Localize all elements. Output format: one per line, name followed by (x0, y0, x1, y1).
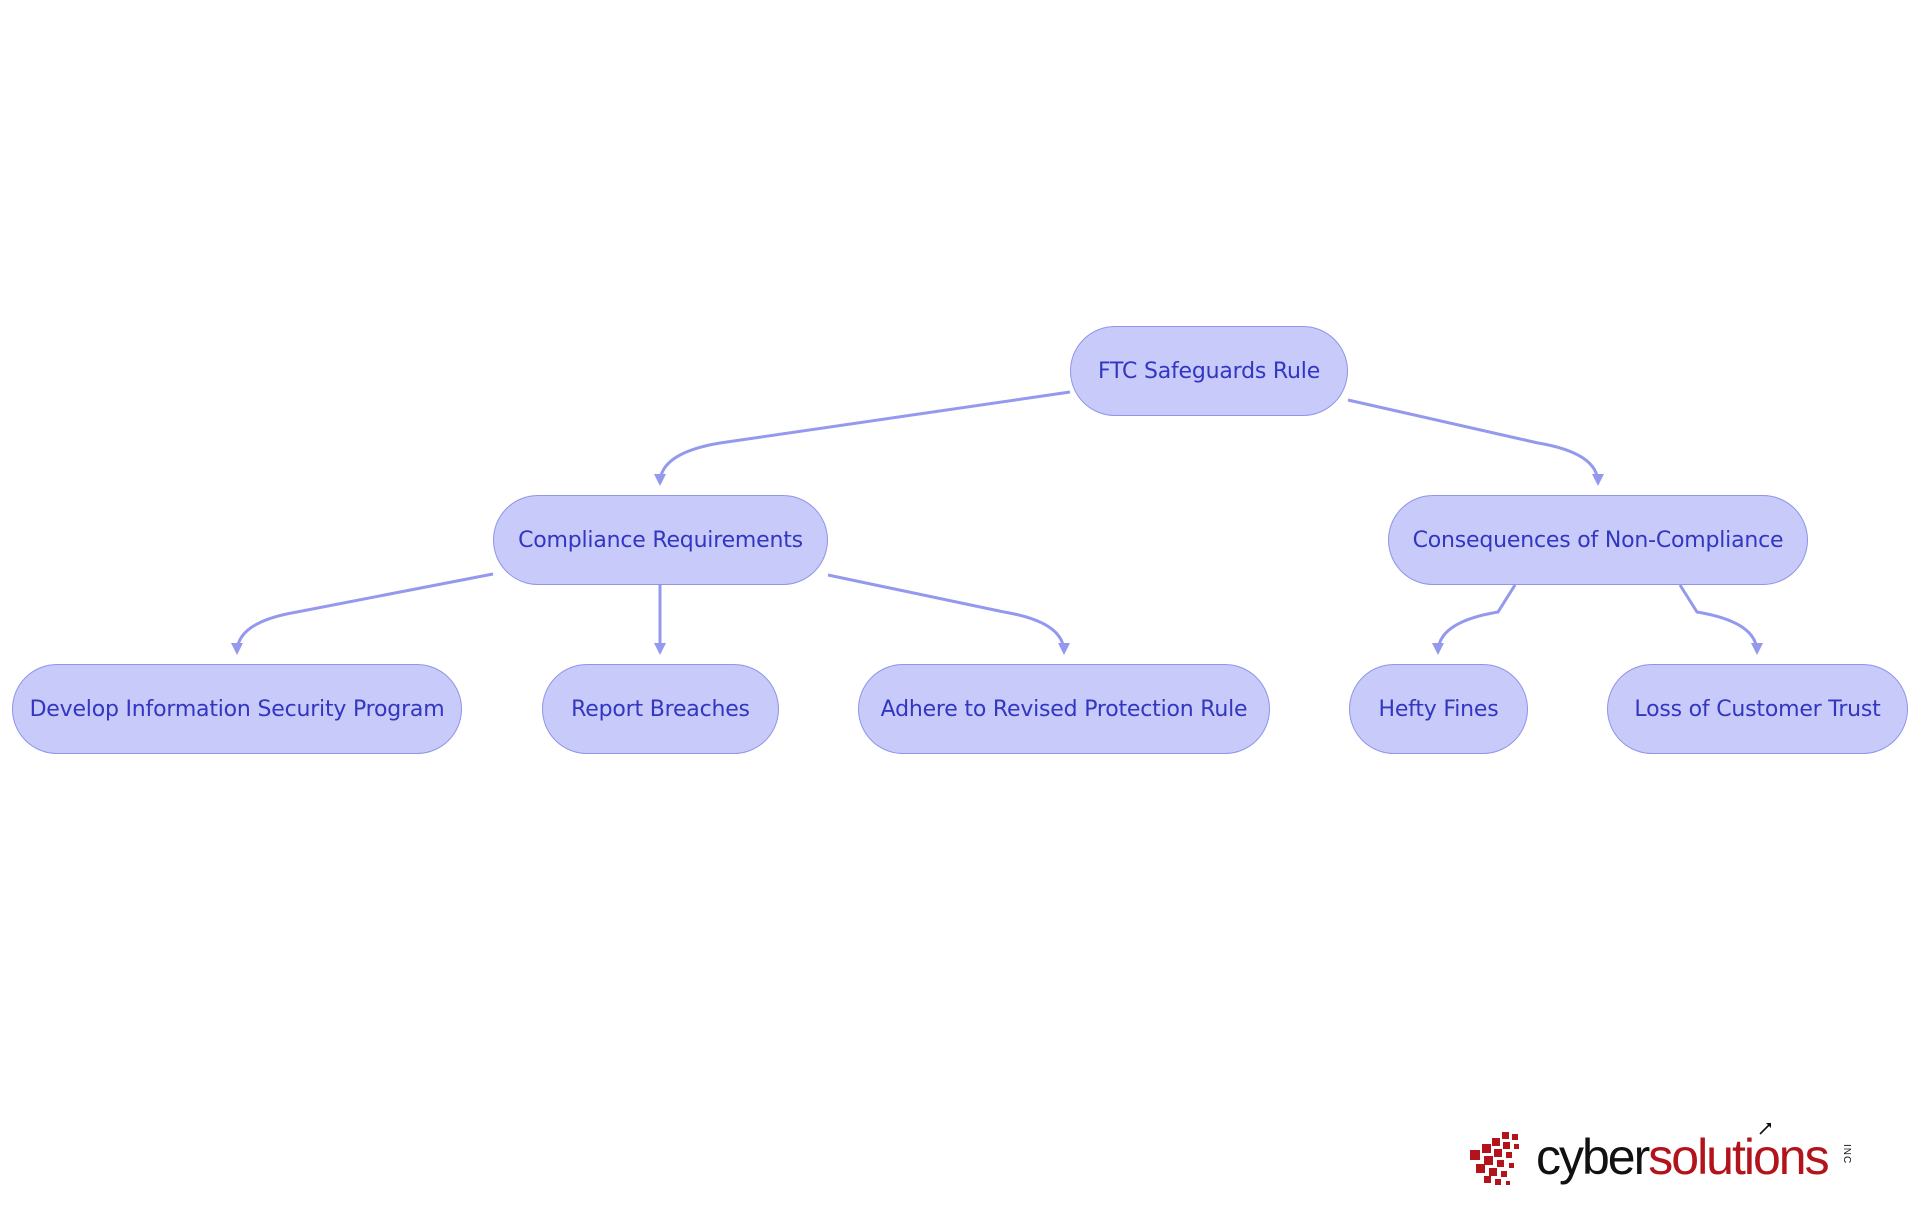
edge-root-to-compliance (654, 390, 1071, 486)
red-pixel-arrow-logo-icon (1470, 1132, 1519, 1185)
node-ftc-safeguards-rule[interactable]: FTC Safeguards Rule (1070, 326, 1348, 416)
node-label: Report Breaches (571, 696, 750, 722)
edge-compliance-to-adhere (827, 573, 1070, 655)
node-label: Loss of Customer Trust (1634, 696, 1881, 722)
logo-word-solutions: solutions (1648, 1129, 1829, 1185)
logo-inc-label: INC (1841, 1144, 1852, 1165)
node-label: Hefty Fines (1378, 696, 1499, 722)
node-hefty-fines[interactable]: Hefty Fines (1349, 664, 1528, 754)
edge-compliance-to-develop (231, 572, 494, 655)
node-label: Adhere to Revised Protection Rule (880, 696, 1248, 722)
node-consequences-of-non-compliance[interactable]: Consequences of Non-Compliance (1388, 495, 1808, 585)
node-label: FTC Safeguards Rule (1097, 358, 1321, 384)
node-develop-information-security-program[interactable]: Develop Information Security Program (12, 664, 462, 754)
edge-root-to-consequences (1347, 398, 1604, 486)
logo-wordmark: cybersolutions (1536, 1129, 1830, 1185)
node-loss-of-customer-trust[interactable]: Loss of Customer Trust (1607, 664, 1908, 754)
node-report-breaches[interactable]: Report Breaches (542, 664, 779, 754)
node-label: Develop Information Security Program (29, 696, 445, 722)
node-label: Compliance Requirements (518, 527, 803, 553)
company-logo: cybersolutions INC (1460, 1122, 1870, 1194)
edge-consequences-to-trust (1678, 584, 1763, 655)
node-label: Consequences of Non-Compliance (1412, 527, 1784, 553)
logo-word-cyber: cyber (1536, 1129, 1650, 1185)
arrow-pointer-icon (1759, 1123, 1771, 1135)
edge-consequences-to-fines (1432, 584, 1517, 655)
node-compliance-requirements[interactable]: Compliance Requirements (493, 495, 828, 585)
node-adhere-to-revised-protection-rule[interactable]: Adhere to Revised Protection Rule (858, 664, 1270, 754)
